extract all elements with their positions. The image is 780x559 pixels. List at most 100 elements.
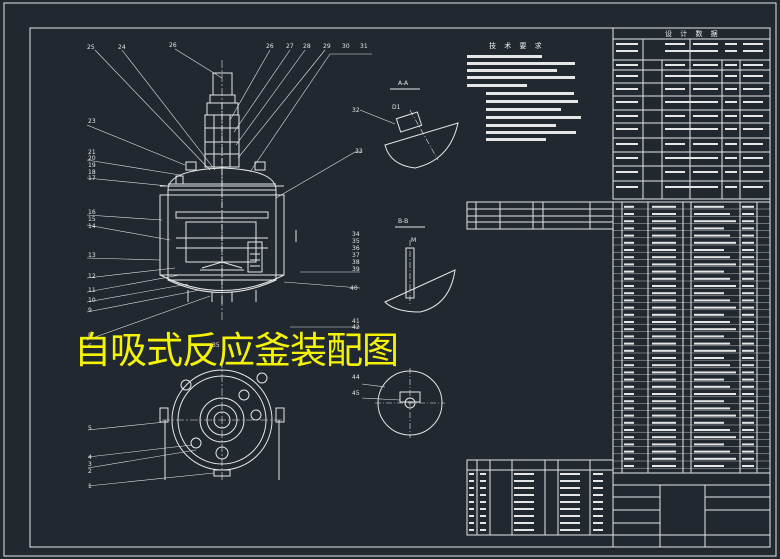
- parts-list-mark: [480, 515, 486, 517]
- table-row-mark: [652, 234, 676, 237]
- table-row-mark: [652, 342, 676, 345]
- parts-list-mark: [560, 473, 580, 475]
- table-row-mark: [742, 313, 754, 316]
- table-row-mark: [652, 357, 676, 359]
- table-row-mark: [742, 378, 754, 381]
- design-data-mark: [693, 64, 718, 66]
- table-row-mark: [742, 227, 754, 230]
- design-data-mark: [616, 128, 638, 130]
- table-row-mark: [742, 321, 754, 323]
- table-row-mark: [652, 249, 676, 251]
- table-row-mark: [694, 429, 730, 431]
- callout: 32: [352, 107, 360, 114]
- design-data-header: 设 计 数 据: [665, 30, 721, 38]
- table-row-mark: [624, 335, 634, 338]
- design-data-mark: [743, 143, 763, 145]
- callout: 23: [88, 118, 96, 125]
- section-b-b: [384, 226, 456, 313]
- parts-list-mark: [480, 529, 486, 531]
- callout: 20: [88, 155, 96, 162]
- table-row-mark: [652, 450, 676, 453]
- design-data-mark: [725, 75, 737, 77]
- table-row-mark: [624, 443, 634, 446]
- table-row-mark: [694, 436, 736, 439]
- callout: 2: [88, 468, 92, 475]
- design-data-mark: [665, 157, 693, 159]
- title-block: [612, 484, 771, 548]
- outer-frame: [3, 2, 777, 557]
- tech-requirement-lines: [467, 55, 581, 141]
- table-row-mark: [694, 407, 730, 410]
- callout: 24: [118, 44, 126, 51]
- design-data-mark: [665, 128, 693, 130]
- table-row-mark: [652, 277, 676, 280]
- leaders-right: [275, 151, 362, 328]
- callout: 11: [88, 287, 96, 294]
- callout: 26: [169, 42, 177, 49]
- table-row-mark: [694, 299, 730, 302]
- table-row-mark: [742, 256, 754, 259]
- table-row-mark: [742, 342, 754, 345]
- callout: 3: [88, 461, 92, 468]
- design-data-mark: [665, 75, 693, 77]
- table-row-mark: [624, 270, 634, 273]
- parts-list-mark: [469, 508, 474, 510]
- table-row-mark: [624, 457, 634, 460]
- table-row-mark: [624, 249, 634, 251]
- table-row-mark: [652, 443, 676, 446]
- table-row-mark: [694, 450, 730, 453]
- table-row-mark: [694, 400, 724, 403]
- callout: 27: [286, 43, 294, 50]
- table-row-mark: [694, 241, 736, 244]
- callout: 25: [87, 44, 95, 51]
- design-data-mark: [665, 50, 693, 52]
- table-row-mark: [652, 349, 676, 352]
- parts-list-mark: [514, 515, 534, 517]
- design-data-mark: [743, 88, 763, 90]
- parts-list-mark: [469, 473, 474, 475]
- table-row-mark: [652, 364, 676, 367]
- table-row-mark: [624, 220, 634, 223]
- parts-list-mark: [469, 529, 474, 531]
- callout: 10: [88, 297, 96, 304]
- table-row-mark: [652, 263, 676, 266]
- design-data-mark: [665, 88, 685, 90]
- callout-mid: 35: [212, 342, 220, 349]
- design-data-mark: [616, 115, 638, 117]
- design-data-mark: [693, 186, 718, 188]
- table-row-mark: [694, 385, 730, 388]
- table-row-mark: [694, 270, 724, 273]
- design-data-mark: [665, 143, 685, 145]
- table-row-mark: [624, 371, 634, 374]
- table-row-mark: [694, 234, 730, 237]
- table-row-mark: [694, 306, 736, 309]
- table-row-mark: [694, 263, 736, 266]
- design-data-mark: [725, 50, 737, 52]
- callout: 13: [88, 252, 96, 259]
- design-data-mark: [743, 186, 763, 188]
- callout: 39: [352, 266, 360, 273]
- parts-list-mark: [514, 487, 534, 489]
- table-row-mark: [694, 285, 736, 287]
- leaders-top: [94, 48, 372, 173]
- design-data-mark: [725, 143, 737, 145]
- table-row-mark: [652, 335, 676, 338]
- callout: 34: [352, 231, 360, 238]
- callout: 12: [88, 273, 96, 280]
- table-row-mark: [742, 465, 754, 467]
- table-row-mark: [742, 385, 754, 388]
- parts-list-mark: [560, 529, 580, 531]
- design-data-mark: [725, 171, 737, 173]
- callout: 40: [350, 285, 358, 292]
- parts-list-mark: [514, 501, 534, 503]
- table-row-mark: [624, 313, 634, 316]
- design-data-mark: [743, 75, 763, 77]
- design-data-mark: [616, 157, 638, 159]
- table-row-mark: [694, 213, 730, 215]
- table-row-mark: [652, 371, 676, 374]
- design-data-mark: [725, 43, 737, 45]
- table-row-mark: [742, 234, 754, 237]
- callout: 37: [352, 252, 360, 259]
- table-row-mark: [624, 299, 634, 302]
